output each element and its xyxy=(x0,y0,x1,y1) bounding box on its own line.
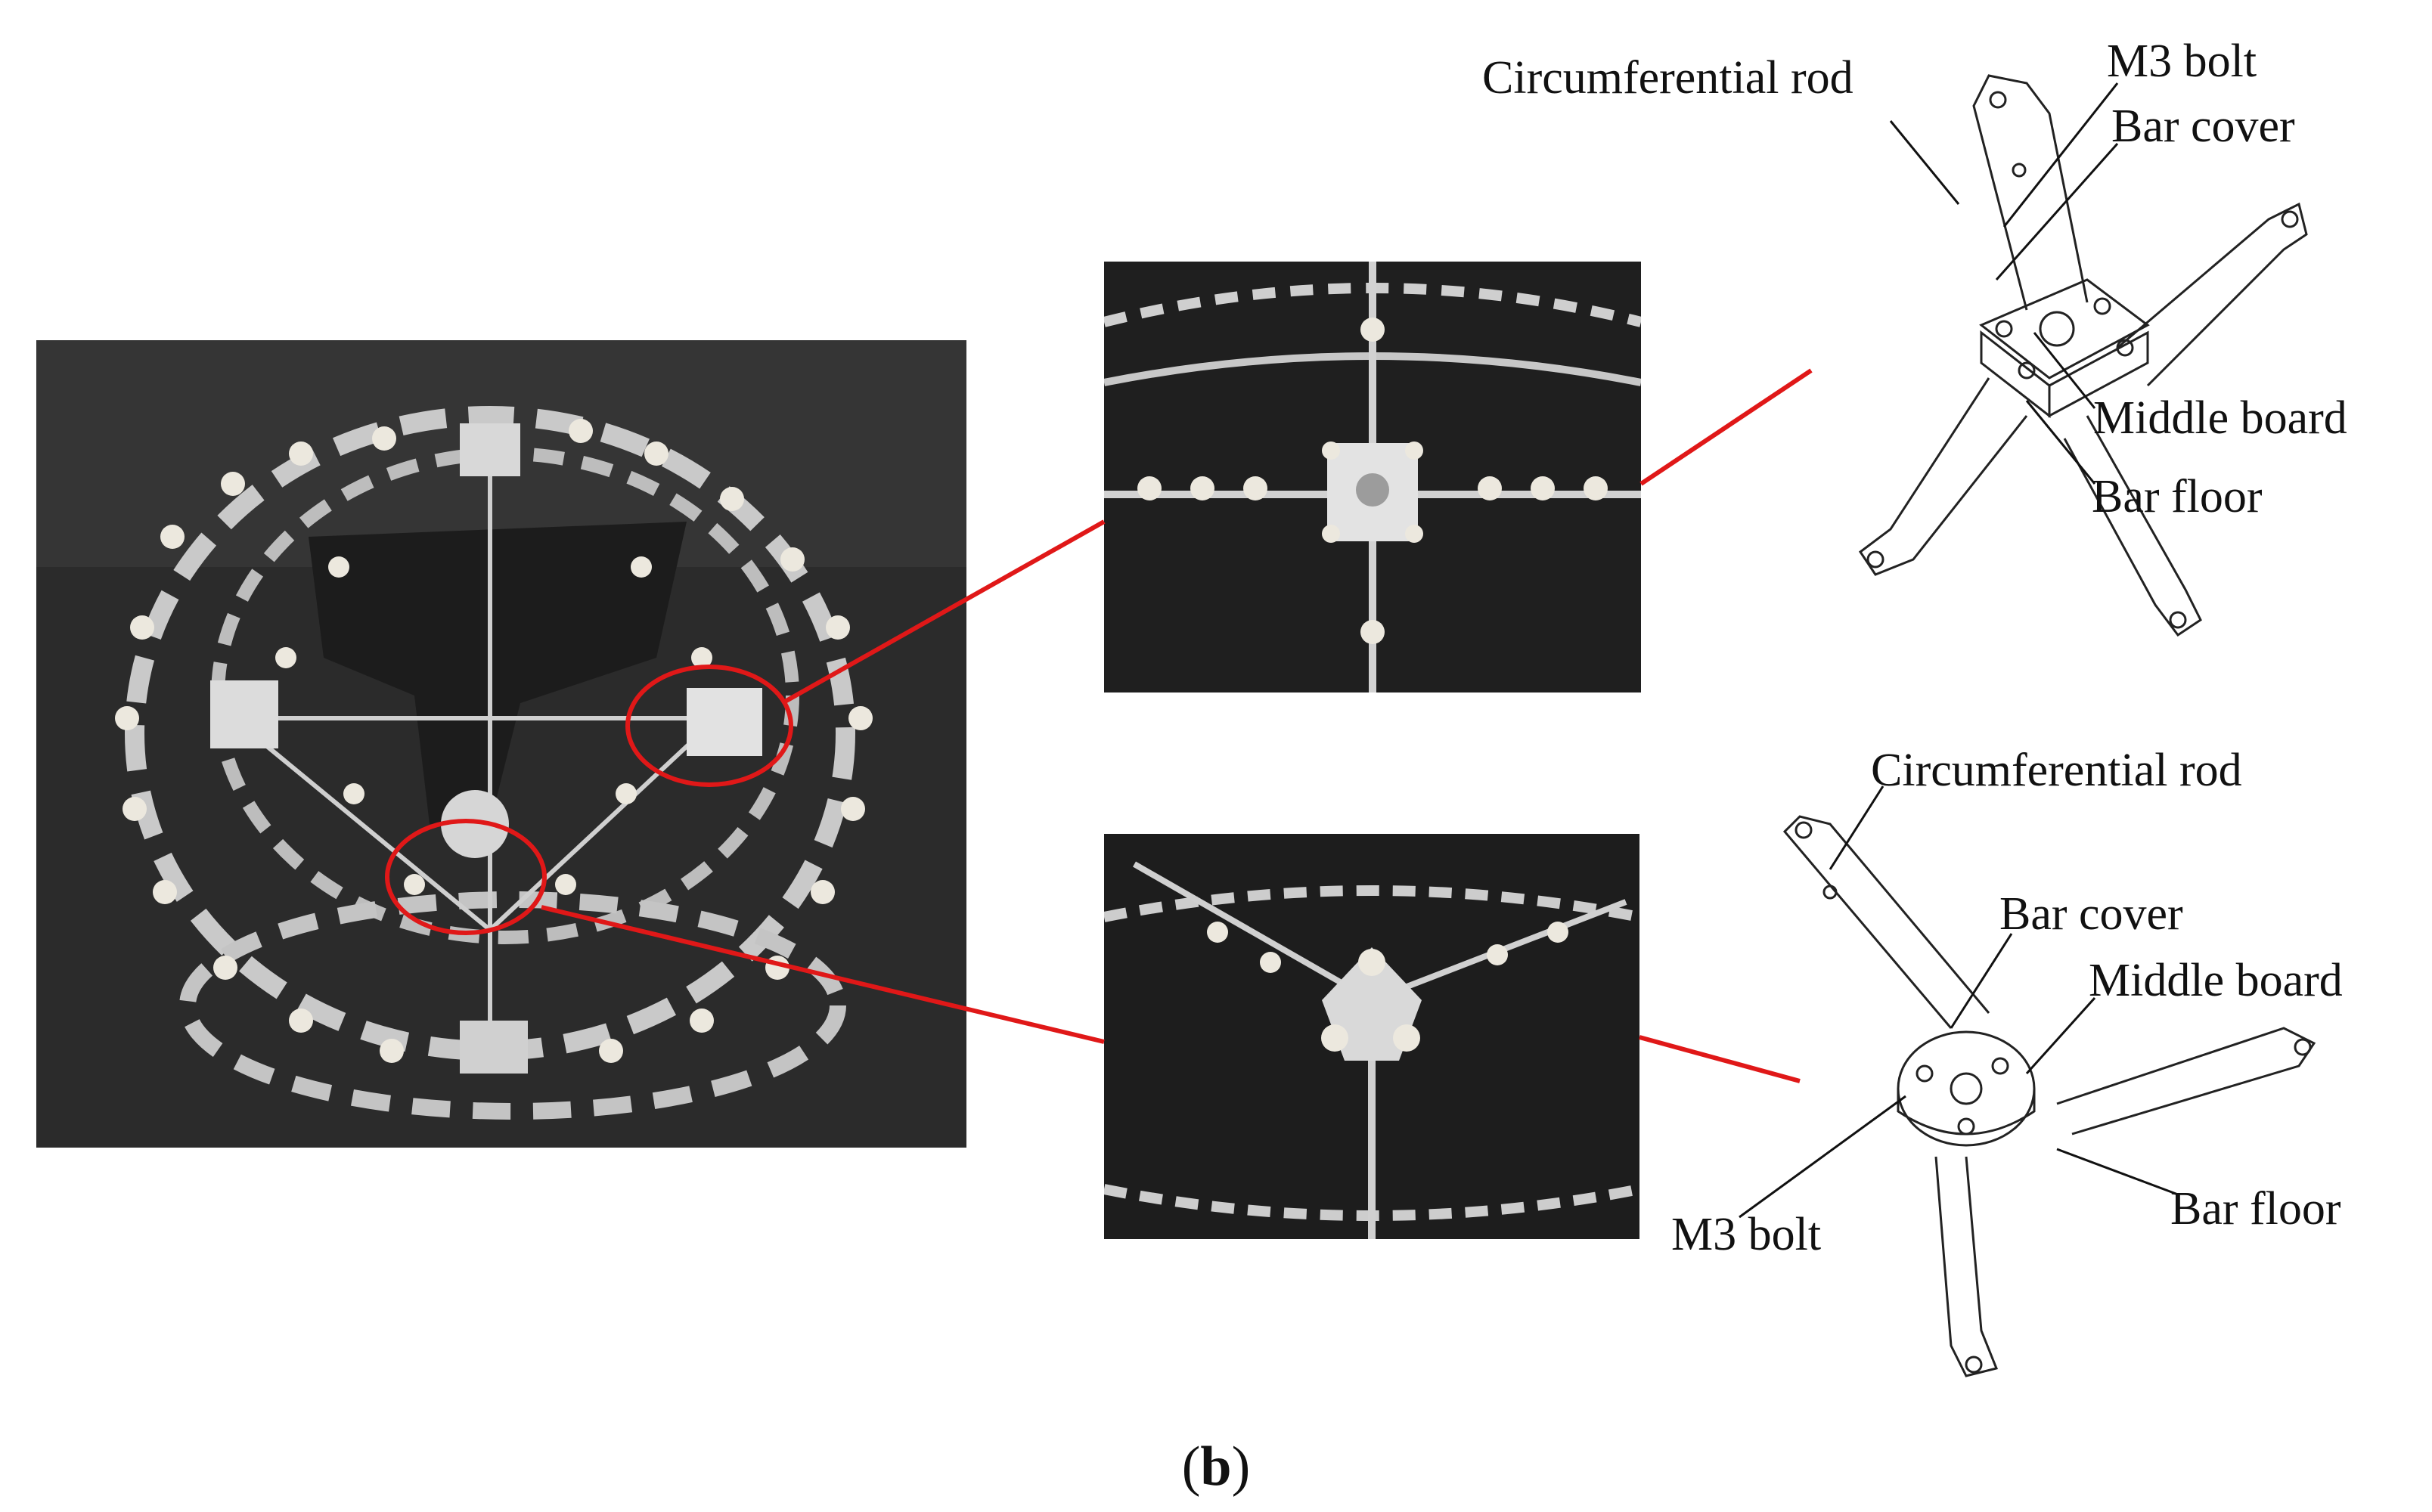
figure-caption: (b) xyxy=(0,1435,2432,1499)
label-bottom-bar-floor: Bar floor xyxy=(2170,1183,2341,1235)
connector-top-right xyxy=(1639,368,1813,486)
label-top-bar-floor: Bar floor xyxy=(2092,471,2263,522)
caption-letter: b xyxy=(1200,1436,1232,1498)
label-bottom-circumferential-rod: Circumferential rod xyxy=(1871,745,2242,796)
caption-close-paren: ) xyxy=(1231,1436,1251,1498)
label-top-middle-board: Middle board xyxy=(2093,392,2347,444)
caption-open-paren: ( xyxy=(1181,1436,1201,1498)
detail-photo-top xyxy=(1104,262,1641,692)
detail-photo-bottom xyxy=(1104,834,1639,1239)
label-bottom-m3-bolt: M3 bolt xyxy=(1671,1209,1822,1260)
main-photo xyxy=(36,340,966,1148)
label-top-bar-cover: Bar cover xyxy=(2111,101,2295,152)
label-bottom-bar-cover: Bar cover xyxy=(1999,888,2183,940)
label-top-m3-bolt: M3 bolt xyxy=(2107,36,2257,87)
label-bottom-middle-board: Middle board xyxy=(2089,955,2343,1006)
label-top-circumferential-rod: Circumferential rod xyxy=(1482,52,1853,104)
drawing-bottom xyxy=(1739,801,2420,1391)
